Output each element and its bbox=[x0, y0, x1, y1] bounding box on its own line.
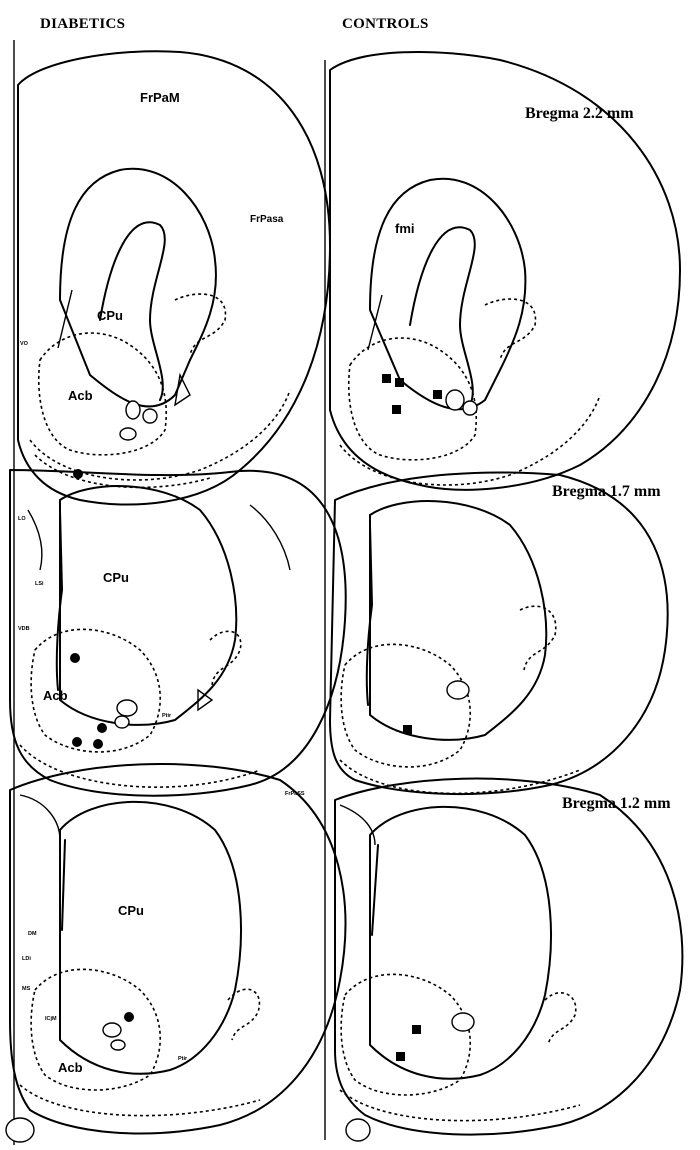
anterior-commissure bbox=[126, 401, 140, 419]
acb-boundary bbox=[39, 333, 166, 455]
diabetic-section-1: FrPaM FrPasa CPu Acb VO bbox=[18, 51, 330, 504]
cpu-outline bbox=[60, 486, 236, 725]
region-label-cpu: CPu bbox=[118, 903, 144, 918]
claustrum bbox=[175, 294, 225, 355]
hemisphere-outline bbox=[18, 51, 330, 504]
control-marker bbox=[412, 1025, 421, 1034]
acb-boundary bbox=[341, 974, 470, 1095]
cpu-boundary bbox=[410, 227, 475, 405]
region-label-acb: Acb bbox=[68, 388, 93, 403]
olfactory-boundary bbox=[30, 390, 290, 480]
anterior-commissure bbox=[447, 681, 469, 699]
claustrum bbox=[210, 631, 241, 685]
diabetic-marker bbox=[97, 723, 107, 733]
claustrum bbox=[520, 606, 556, 670]
diabetic-marker bbox=[70, 653, 80, 663]
ventricle-outline bbox=[372, 845, 378, 935]
tiny-label: ICjM bbox=[45, 1016, 57, 1022]
region-label-frpam: FrPaM bbox=[140, 90, 180, 105]
diabetics-column: FrPaM FrPasa CPu Acb VO CPu Acb Ptir LO … bbox=[6, 40, 346, 1145]
anterior-commissure bbox=[143, 409, 157, 423]
anterior-commissure bbox=[103, 1023, 121, 1037]
diabetic-marker bbox=[72, 737, 82, 747]
control-section-2: Bregma 1.7 mm bbox=[330, 473, 668, 795]
olfactory-boundary bbox=[20, 745, 260, 787]
anterior-commissure bbox=[111, 1040, 125, 1050]
region-label-frpasa: FrPasa bbox=[250, 214, 284, 225]
control-section-1: Bregma 2.2 mm fmi bbox=[330, 52, 680, 490]
region-label-ptir: Ptir bbox=[178, 1056, 188, 1062]
anterior-commissure bbox=[120, 428, 136, 440]
olfactory-boundary bbox=[340, 1090, 580, 1121]
control-marker bbox=[382, 374, 391, 383]
anterior-commissure bbox=[446, 390, 464, 410]
control-marker bbox=[395, 378, 404, 387]
corpus-callosum bbox=[250, 505, 290, 570]
region-label-acb: Acb bbox=[43, 688, 68, 703]
bregma-label-1-7: Bregma 1.7 mm bbox=[552, 483, 661, 500]
ventricle-outline bbox=[370, 179, 525, 410]
cpu-outline bbox=[60, 802, 241, 1074]
anterior-commissure bbox=[463, 401, 477, 415]
septum bbox=[28, 510, 42, 570]
corpus-callosum bbox=[20, 795, 60, 840]
anterior-commissure bbox=[115, 716, 129, 728]
ventricle-outline bbox=[62, 840, 65, 930]
claustrum bbox=[545, 993, 576, 1045]
cpu-outline bbox=[370, 501, 546, 740]
anterior-commissure bbox=[117, 700, 137, 716]
tiny-label: DM bbox=[28, 931, 37, 937]
control-marker bbox=[433, 390, 442, 399]
control-section-3: Bregma 1.2 mm bbox=[335, 779, 682, 1141]
controls-column: Bregma 2.2 mm fmi Bregma 1.7 mm bbox=[325, 52, 682, 1141]
olfactory-boundary bbox=[20, 1085, 260, 1116]
tiny-label: LO bbox=[18, 516, 26, 522]
control-marker bbox=[403, 725, 412, 734]
acb-boundary bbox=[341, 644, 470, 767]
tiny-label: VO bbox=[20, 341, 29, 347]
bregma-label-2-2: Bregma 2.2 mm bbox=[525, 105, 634, 122]
diabetic-marker bbox=[124, 1012, 134, 1022]
claustrum bbox=[485, 299, 535, 360]
control-marker bbox=[396, 1052, 405, 1061]
region-label-acb: Acb bbox=[58, 1060, 83, 1075]
diabetic-section-2: CPu Acb Ptir LO LSi VDB bbox=[10, 470, 346, 796]
ventricle-outline bbox=[60, 169, 216, 407]
acb-boundary bbox=[31, 969, 160, 1090]
region-label-cpu: CPu bbox=[97, 308, 123, 323]
olfactory-bulb bbox=[346, 1119, 370, 1141]
region-label-ptir: Ptir bbox=[162, 713, 172, 719]
olfactory-bulb bbox=[6, 1118, 34, 1142]
region-label-cpu: CPu bbox=[103, 570, 129, 585]
anterior-commissure bbox=[452, 1013, 474, 1031]
bregma-label-1-2: Bregma 1.2 mm bbox=[562, 795, 671, 812]
column-header-controls: CONTROLS bbox=[342, 16, 429, 32]
tiny-label: VDB bbox=[18, 626, 30, 632]
region-marker bbox=[175, 375, 190, 405]
diabetic-marker bbox=[93, 739, 103, 749]
column-header-diabetics: DIABETICS bbox=[40, 16, 125, 32]
tiny-label: MS bbox=[22, 986, 31, 992]
diabetic-section-3: CPu Acb Ptir FrPaSS DM LDi MS ICjM bbox=[6, 764, 345, 1142]
tiny-label: FrPaSS bbox=[285, 791, 305, 797]
region-label-fmi: fmi bbox=[395, 221, 415, 236]
tiny-label: LDi bbox=[22, 956, 31, 962]
hemisphere-outline bbox=[330, 473, 668, 795]
tiny-label: LSi bbox=[35, 581, 44, 587]
diabetic-marker bbox=[73, 469, 83, 479]
hemisphere-outline bbox=[335, 779, 682, 1135]
cpu-outline bbox=[370, 807, 551, 1079]
control-marker bbox=[392, 405, 401, 414]
